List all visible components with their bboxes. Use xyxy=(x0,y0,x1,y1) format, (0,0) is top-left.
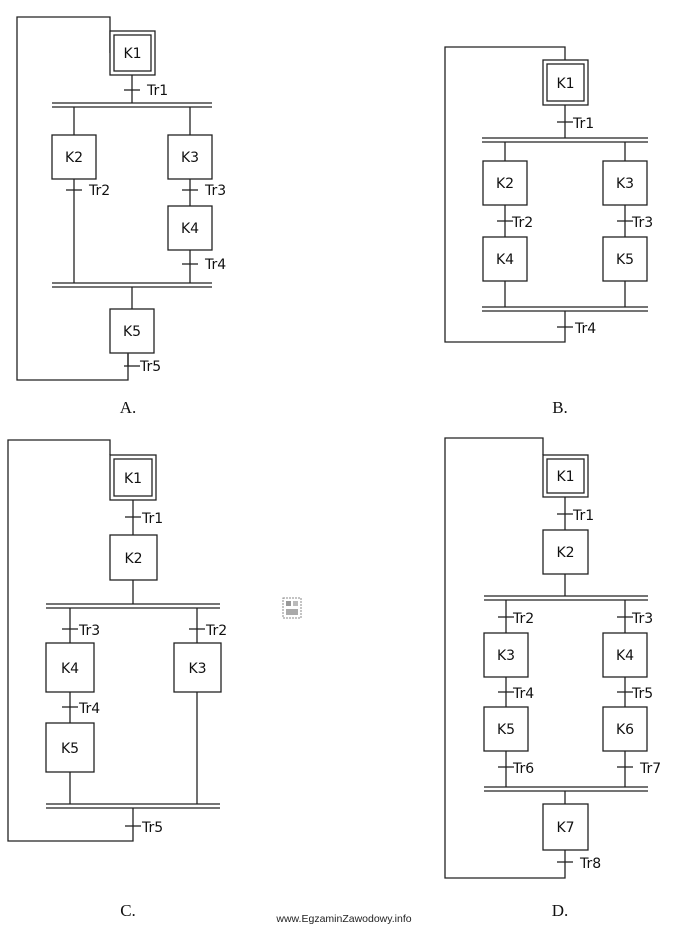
step-k2 xyxy=(109,534,158,581)
transition-label: Tr8 xyxy=(579,856,601,872)
step-label: K5 xyxy=(497,722,515,738)
diagram-a: Tr1 Tr2 Tr3 Tr4 Tr5 K1 K2 K3 K4 xyxy=(16,16,226,417)
loop-line xyxy=(7,439,134,842)
step-k3 xyxy=(483,632,529,678)
step-label: K3 xyxy=(181,150,199,166)
step-label: K5 xyxy=(123,324,141,340)
loop-line xyxy=(444,437,566,879)
step-label: K4 xyxy=(616,648,634,664)
step-label: K2 xyxy=(496,176,514,192)
transition-label: Tr3 xyxy=(631,215,653,231)
transition-label: Tr6 xyxy=(512,761,534,777)
step-k7 xyxy=(542,803,589,851)
step-k4 xyxy=(482,236,528,282)
step-label: K3 xyxy=(616,176,634,192)
step-k5 xyxy=(109,308,155,354)
transition-label: Tr2 xyxy=(512,611,534,627)
step-label: K1 xyxy=(556,76,574,92)
step-label: K4 xyxy=(181,221,199,237)
step-label: K3 xyxy=(188,661,206,677)
step-label: K4 xyxy=(61,661,79,677)
transition-label: Tr5 xyxy=(141,820,163,836)
transition-label: Tr1 xyxy=(572,508,594,524)
step-label: K6 xyxy=(616,722,634,738)
transition-label: Tr4 xyxy=(204,257,226,273)
transition-label: Tr1 xyxy=(572,116,594,132)
step-k2 xyxy=(51,134,97,180)
step-k3 xyxy=(602,160,648,206)
step-k3 xyxy=(167,134,213,180)
step-label: K7 xyxy=(556,820,574,836)
step-k3 xyxy=(173,642,222,693)
step-k5 xyxy=(45,722,95,773)
transition-label: Tr5 xyxy=(139,359,161,375)
ez-info-logo-icon xyxy=(282,597,302,619)
transition-label: Tr2 xyxy=(88,183,110,199)
diagram-b: Tr1 Tr2 Tr3 Tr4 K1 K2 K3 K4 K5 B. xyxy=(444,46,653,417)
step-label: K2 xyxy=(556,545,574,561)
transition-label: Tr1 xyxy=(146,83,168,99)
diagram-d: Tr1 Tr2 Tr4 Tr6 Tr3 Tr5 Tr7 Tr8 K1 xyxy=(444,437,661,920)
step-k4 xyxy=(45,642,95,693)
step-label: K4 xyxy=(496,252,514,268)
caption-d: D. xyxy=(552,901,569,920)
transition-label: Tr2 xyxy=(511,215,533,231)
caption-c: C. xyxy=(120,901,136,920)
transition-label: Tr3 xyxy=(78,623,100,639)
loop-line xyxy=(444,46,566,343)
transition-label: Tr3 xyxy=(204,183,226,199)
step-label: K2 xyxy=(65,150,83,166)
step-k6 xyxy=(602,706,648,752)
step-label: K5 xyxy=(616,252,634,268)
step-label: K2 xyxy=(124,551,142,567)
step-k2 xyxy=(542,529,589,575)
step-label: K5 xyxy=(61,741,79,757)
caption-b: B. xyxy=(552,398,568,417)
transition-label: Tr7 xyxy=(639,761,661,777)
step-label: K1 xyxy=(123,46,141,62)
loop-line xyxy=(16,16,129,381)
transition-label: Tr4 xyxy=(78,701,100,717)
transition-label: Tr1 xyxy=(141,511,163,527)
caption-a: A. xyxy=(120,398,137,417)
step-label: K1 xyxy=(556,469,574,485)
transition-label: Tr3 xyxy=(631,611,653,627)
step-k5 xyxy=(483,706,529,752)
transition-label: Tr4 xyxy=(574,321,596,337)
step-k5 xyxy=(602,236,648,282)
step-label: K3 xyxy=(497,648,515,664)
step-label: K1 xyxy=(124,471,142,487)
watermark-text: www.EgzaminZawodowy.info xyxy=(275,913,411,925)
step-k2 xyxy=(482,160,528,206)
transition-label: Tr5 xyxy=(631,686,653,702)
transition-label: Tr4 xyxy=(512,686,534,702)
step-k4 xyxy=(602,632,648,678)
step-k4 xyxy=(167,205,213,251)
transition-label: Tr2 xyxy=(205,623,227,639)
diagram-c: Tr1 Tr3 Tr4 Tr2 Tr5 K1 K2 K4 K3 K5 C. xyxy=(7,439,227,920)
